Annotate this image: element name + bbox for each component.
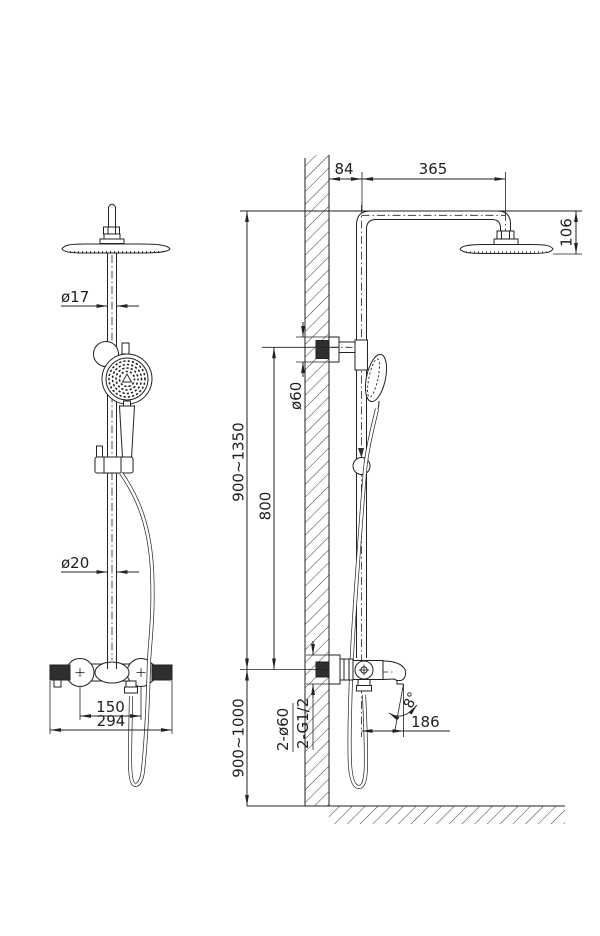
hand-shower-side	[364, 353, 388, 412]
dim-spout-angle	[388, 683, 418, 731]
slider-bracket-front	[94, 445, 134, 474]
dim-label-106: 106	[558, 218, 576, 247]
dim-label-186: 186	[411, 713, 440, 731]
dim-label-150: 150	[96, 698, 125, 716]
riser-and-arm	[356, 205, 511, 737]
dim-mixer-width	[49, 681, 173, 734]
dim-label-o17: ø17	[61, 288, 89, 306]
dim-label-o60: ø60	[287, 382, 305, 410]
dim-label-8deg: 8°	[401, 690, 422, 711]
hand-shower-front	[101, 353, 153, 459]
hand-shower-logo	[121, 373, 133, 383]
overhead-shower-side	[459, 230, 554, 254]
hose-front	[119, 471, 155, 787]
dim-label-900-1000: 900~1000	[230, 698, 248, 777]
dim-label-84: 84	[334, 160, 353, 178]
spout-side	[382, 660, 407, 685]
dim-label-900-1350: 900~1350	[230, 422, 248, 501]
side-view: 84 365 106 ø60 900~1350 800 900~1000 2-ø…	[230, 155, 582, 824]
dim-head-drop	[553, 211, 582, 255]
front-view: ø17 ø20 150 294	[49, 203, 173, 787]
riser-top-front	[99, 203, 125, 244]
slide-bracket-side	[315, 336, 368, 371]
dim-arm-length	[362, 172, 506, 213]
dim-label-294: 294	[97, 712, 126, 730]
dim-label-2-g12: 2-G1/2	[294, 698, 312, 749]
mixer-front	[49, 658, 173, 694]
wall-section	[304, 155, 330, 806]
dim-inlet-fittings	[292, 641, 329, 752]
dim-label-365: 365	[419, 160, 448, 178]
dim-handle-spacing	[79, 687, 142, 720]
dim-label-o20: ø20	[61, 554, 89, 572]
dim-bracket-height	[262, 346, 339, 670]
floor-section	[247, 805, 565, 824]
overhead-shower-front	[61, 243, 171, 254]
hand-shower-handle	[118, 405, 136, 459]
dim-label-800: 800	[257, 492, 275, 521]
hose-side	[347, 408, 379, 790]
dim-bracket-diameter	[296, 322, 329, 412]
dim-label-2-o60: 2-ø60	[274, 708, 292, 751]
